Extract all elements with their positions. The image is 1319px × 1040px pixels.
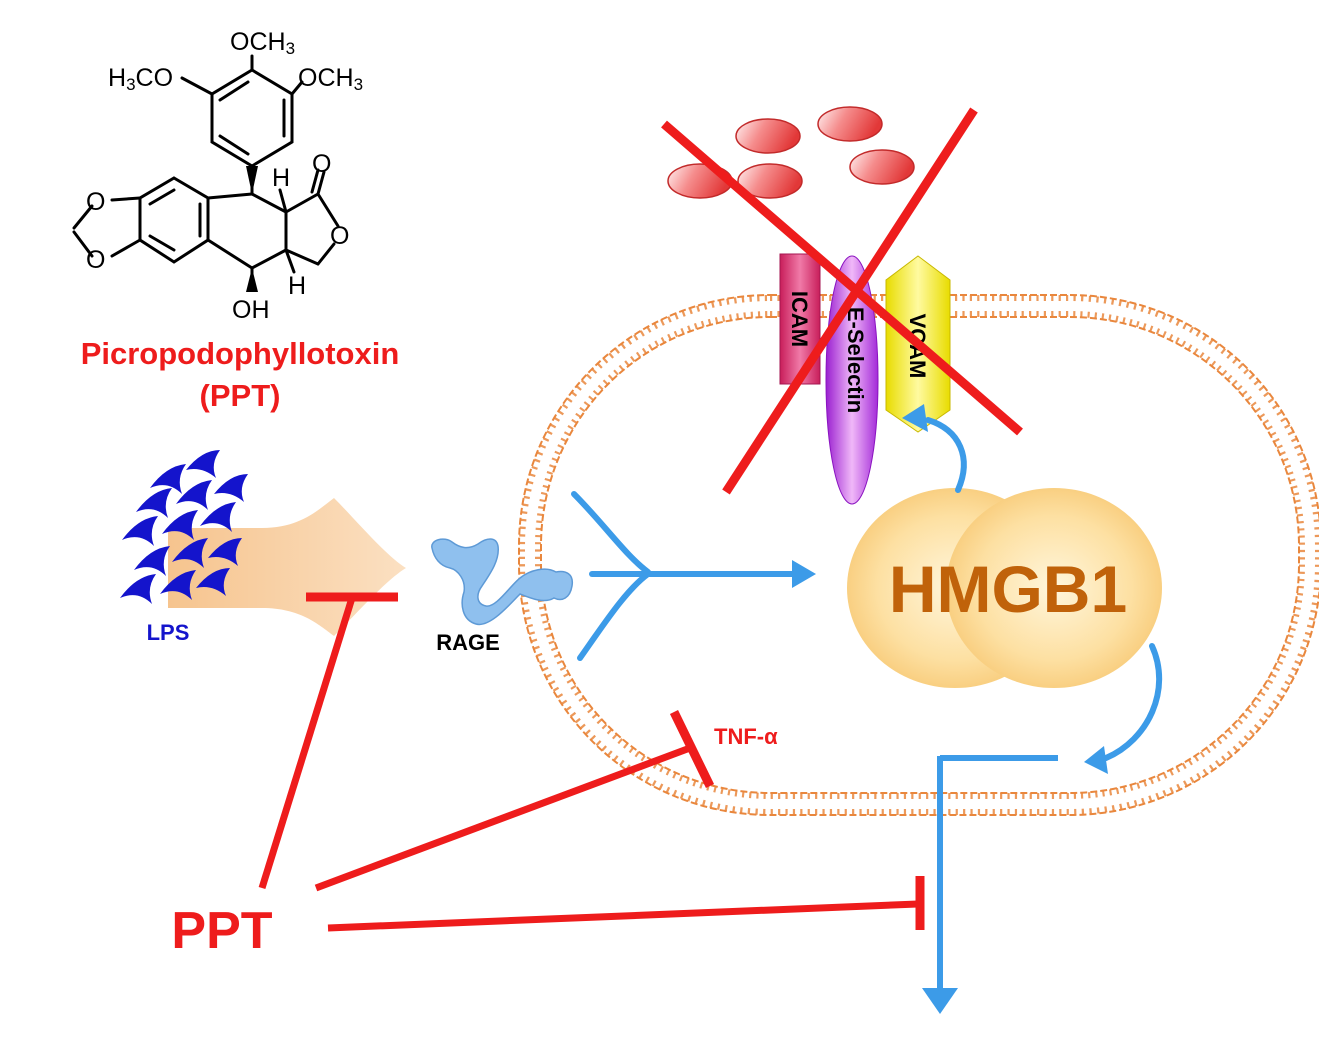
- chemical-structure: [72, 54, 340, 292]
- chem-o-ring2: O: [86, 246, 105, 274]
- hmgb1-label: HMGB1: [889, 552, 1127, 626]
- compound-abbrev: (PPT): [200, 378, 281, 413]
- chem-top-ome: OCH3: [230, 28, 295, 58]
- chem-o-carbonyl: O: [312, 150, 331, 178]
- cell-1: [735, 118, 801, 154]
- inhibit-tnf-bar: [669, 710, 715, 788]
- block-cross: [661, 107, 1023, 495]
- inhibition-lines: [258, 592, 925, 932]
- blue-arrowheads: [792, 404, 1108, 1014]
- adhesion-molecules: ICAM VCAM E-Selectin: [779, 253, 951, 505]
- chem-oh: OH: [232, 296, 270, 324]
- chem-h2: H: [288, 272, 306, 300]
- leukocytes: [667, 106, 915, 199]
- cell-5: [849, 149, 915, 185]
- tnf-label: TNF-α: [714, 724, 778, 749]
- converge-upper: [571, 491, 651, 575]
- lps-glyphs: [120, 450, 248, 604]
- lps-molecule: LPS: [120, 450, 406, 645]
- curl-arrow-upper: [925, 417, 967, 493]
- rage-receptor: RAGE: [431, 538, 574, 655]
- chem-o-lactone: O: [330, 222, 349, 250]
- curl-upper-arrowhead: [902, 404, 928, 432]
- release-arrowhead: [922, 988, 958, 1014]
- main-arrowhead: [792, 560, 816, 588]
- converge-lower: [577, 571, 651, 661]
- cell-2: [817, 106, 883, 142]
- inhibit-release-line: [327, 900, 919, 932]
- ppt-label: PPT: [171, 902, 272, 960]
- blue-arrows: [571, 417, 1163, 996]
- chem-left-ome: H3CO: [108, 64, 173, 94]
- chem-h1: H: [272, 164, 290, 192]
- chem-o-ring1: O: [86, 188, 105, 216]
- cell-4: [737, 163, 803, 199]
- curl-lower-arrowhead: [1084, 746, 1108, 774]
- inhibit-lps-line: [258, 596, 356, 890]
- curl-arrow-lower: [1103, 643, 1163, 761]
- icam-label: ICAM: [787, 291, 812, 347]
- eselectin-label: E-Selectin: [843, 307, 868, 413]
- inhibit-tnf-line: [314, 744, 692, 892]
- lps-label: LPS: [147, 620, 190, 645]
- wedge-bond: [246, 166, 258, 194]
- hmgb1-protein: HMGB1: [847, 488, 1162, 688]
- chem-right-ome: OCH3: [298, 64, 363, 94]
- chemical-labels: OCH3 H3CO OCH3 H H OH O O O O: [86, 28, 363, 324]
- wedge-bond: [246, 268, 258, 292]
- rage-label: RAGE: [436, 630, 500, 655]
- lps-arrow: [168, 498, 406, 636]
- compound-name: Picropodophyllotoxin: [81, 336, 400, 371]
